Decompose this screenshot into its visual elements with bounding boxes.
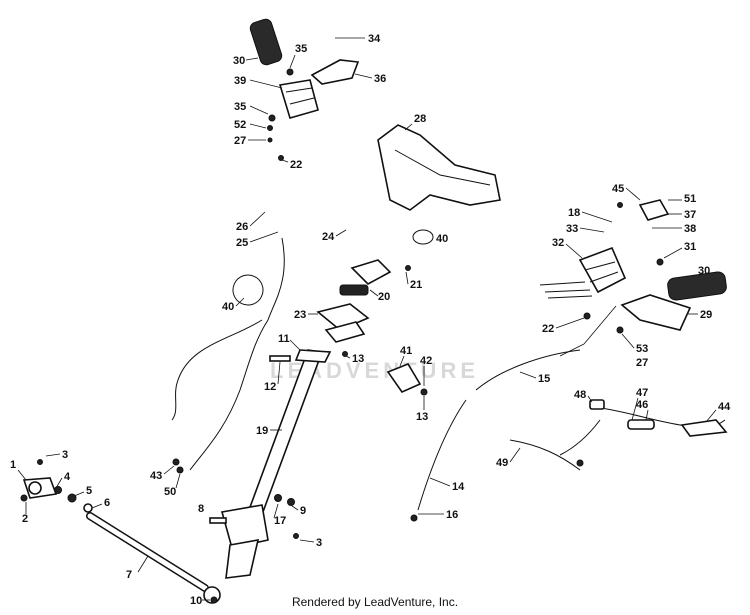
right-control-housing bbox=[539, 246, 627, 299]
callout-2: 2 bbox=[22, 513, 28, 525]
callout-34: 34 bbox=[368, 33, 381, 45]
clamp-rings bbox=[232, 229, 434, 306]
right-grip bbox=[667, 271, 727, 301]
tie-rod-end bbox=[20, 477, 93, 513]
callout-23: 23 bbox=[294, 309, 306, 321]
right-bracket bbox=[638, 199, 670, 221]
callout-6: 6 bbox=[104, 497, 110, 509]
callout-45: 45 bbox=[612, 183, 624, 195]
callout-22: 22 bbox=[290, 159, 302, 171]
callout-15: 15 bbox=[538, 373, 550, 385]
callout-8: 8 bbox=[198, 503, 204, 515]
steering-post bbox=[220, 349, 332, 579]
callout-40: 40 bbox=[436, 233, 448, 245]
cable-bracket bbox=[386, 363, 422, 393]
footer-credit: Rendered by LeadVenture, Inc. bbox=[291, 595, 459, 609]
callout-19: 19 bbox=[256, 425, 268, 437]
callout-20: 20 bbox=[378, 291, 390, 303]
callout-28: 28 bbox=[414, 113, 426, 125]
left-grip bbox=[249, 18, 283, 66]
callout-52: 52 bbox=[234, 119, 246, 131]
callout-3b: 3 bbox=[62, 449, 68, 461]
callout-21: 21 bbox=[410, 279, 422, 291]
callout-35: 35 bbox=[295, 43, 307, 55]
callout-36: 36 bbox=[374, 73, 386, 85]
handlebar-clamps bbox=[316, 259, 392, 343]
callout-53: 53 bbox=[636, 343, 648, 355]
left-control-housing bbox=[278, 59, 360, 119]
callout-25: 25 bbox=[236, 237, 248, 249]
callout-42: 42 bbox=[420, 355, 432, 367]
callout-24: 24 bbox=[322, 231, 335, 243]
callout-5: 5 bbox=[86, 485, 92, 497]
callout-47: 47 bbox=[636, 387, 648, 399]
callout-29: 29 bbox=[700, 309, 712, 321]
callout-30b: 30 bbox=[698, 265, 710, 277]
callout-7: 7 bbox=[126, 569, 132, 581]
callout-48: 48 bbox=[574, 389, 586, 401]
callout-46: 46 bbox=[636, 399, 648, 411]
callout-49: 49 bbox=[496, 457, 508, 469]
callout-27: 27 bbox=[234, 135, 246, 147]
callout-43: 43 bbox=[150, 470, 162, 482]
callout-38: 38 bbox=[684, 223, 696, 235]
callout-14: 14 bbox=[452, 481, 465, 493]
callout-51: 51 bbox=[684, 193, 696, 205]
callout-27b: 27 bbox=[636, 357, 648, 369]
cushion-pad bbox=[377, 124, 501, 211]
callouts: 30 35 34 36 39 35 52 27 22 28 26 25 24 4… bbox=[10, 33, 731, 607]
callout-41: 41 bbox=[400, 345, 412, 357]
callout-39: 39 bbox=[234, 75, 246, 87]
callout-35b: 35 bbox=[234, 101, 246, 113]
callout-31: 31 bbox=[684, 241, 696, 253]
callout-26: 26 bbox=[236, 221, 248, 233]
small-fasteners bbox=[37, 68, 728, 539]
callout-44: 44 bbox=[718, 401, 731, 413]
callout-18: 18 bbox=[568, 207, 580, 219]
callout-17: 17 bbox=[274, 515, 286, 527]
brake-lever bbox=[620, 294, 692, 331]
callout-33: 33 bbox=[566, 223, 578, 235]
callout-22b: 22 bbox=[542, 323, 554, 335]
callout-13b: 13 bbox=[416, 411, 428, 423]
callout-12: 12 bbox=[264, 381, 276, 393]
callout-1: 1 bbox=[10, 459, 16, 471]
callout-13: 13 bbox=[352, 353, 364, 365]
callout-40b: 40 bbox=[222, 301, 234, 313]
callout-16: 16 bbox=[446, 509, 458, 521]
callout-50: 50 bbox=[164, 486, 176, 498]
tie-rod bbox=[86, 512, 221, 604]
callout-9: 9 bbox=[300, 505, 306, 517]
callout-3: 3 bbox=[316, 537, 322, 549]
callout-30: 30 bbox=[233, 55, 245, 67]
callout-37: 37 bbox=[684, 209, 696, 221]
callout-32: 32 bbox=[552, 237, 564, 249]
callout-4: 4 bbox=[64, 471, 71, 483]
callout-10: 10 bbox=[190, 595, 202, 607]
callout-11: 11 bbox=[278, 333, 290, 345]
